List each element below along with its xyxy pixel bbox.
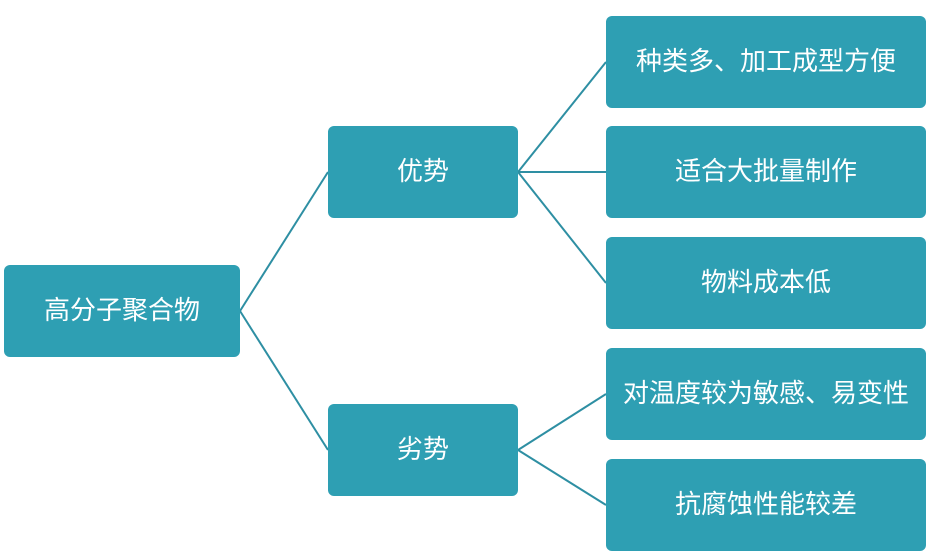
disadvantage-item-1: 对温度较为敏感、易变性 <box>606 348 926 440</box>
connector-disadvantages-item-2 <box>517 449 607 506</box>
connector-advantages-item-3 <box>517 171 607 284</box>
advantage-item-3: 物料成本低 <box>606 237 926 329</box>
branch-node-disadvantages: 劣势 <box>328 404 518 496</box>
advantage-item-2: 适合大批量制作 <box>606 126 926 218</box>
advantage-item-1: 种类多、加工成型方便 <box>606 16 926 108</box>
connector-root-advantages <box>239 171 329 312</box>
connector-root-disadvantages <box>239 310 329 451</box>
disadvantage-item-2: 抗腐蚀性能较差 <box>606 459 926 551</box>
branch-node-advantages: 优势 <box>328 126 518 218</box>
connector-disadvantages-item-1 <box>517 393 607 451</box>
connector-advantages-item-1 <box>517 61 607 173</box>
root-node: 高分子聚合物 <box>4 265 240 357</box>
